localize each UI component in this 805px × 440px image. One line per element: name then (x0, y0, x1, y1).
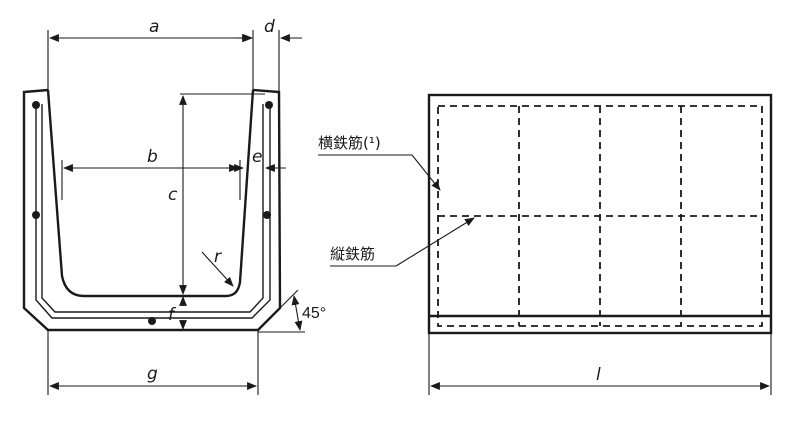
dim-b-label: b (147, 147, 158, 167)
dim-a-label: a (149, 17, 159, 37)
chamfer-ext-line (279, 289, 299, 309)
dim-l-label: l (596, 365, 601, 385)
dim-g-label: g (147, 364, 158, 384)
rebar-dot-bottom (148, 317, 156, 325)
transverse-rebar-label: 横鉄筋(¹) (318, 134, 381, 152)
dim-c-label: c (168, 185, 178, 205)
rebar-dot-top-right (265, 101, 273, 109)
section-outer-outline (22, 88, 282, 332)
rebar-dot-mid-left (32, 211, 40, 219)
plan-view: 横鉄筋(¹) 縦鉄筋 l (318, 93, 773, 395)
angle-label: 45° (302, 305, 326, 322)
rebar-dot-mid-right (263, 211, 271, 219)
longitudinal-rebar-label: 縦鉄筋 (330, 245, 375, 263)
dim-d-label: d (264, 17, 275, 37)
rebar-loop-inner (41, 104, 264, 313)
rebar-dot-top-left (32, 101, 40, 109)
dim-e-label: e (252, 147, 262, 167)
dim-f-label: f (168, 305, 177, 325)
dim-r-label: r (214, 247, 222, 267)
plan-outline (427, 93, 773, 335)
longitudinal-rebar-leader-b (395, 217, 475, 267)
dim-r-line (201, 251, 234, 287)
cross-section-view: a d b e c r f 45° g (22, 17, 326, 395)
section-inner-outline (46, 89, 255, 298)
chamfer-dim-arrow (291, 295, 303, 331)
rebar-loop (35, 104, 271, 319)
transverse-rebar-leader-b (411, 154, 441, 191)
